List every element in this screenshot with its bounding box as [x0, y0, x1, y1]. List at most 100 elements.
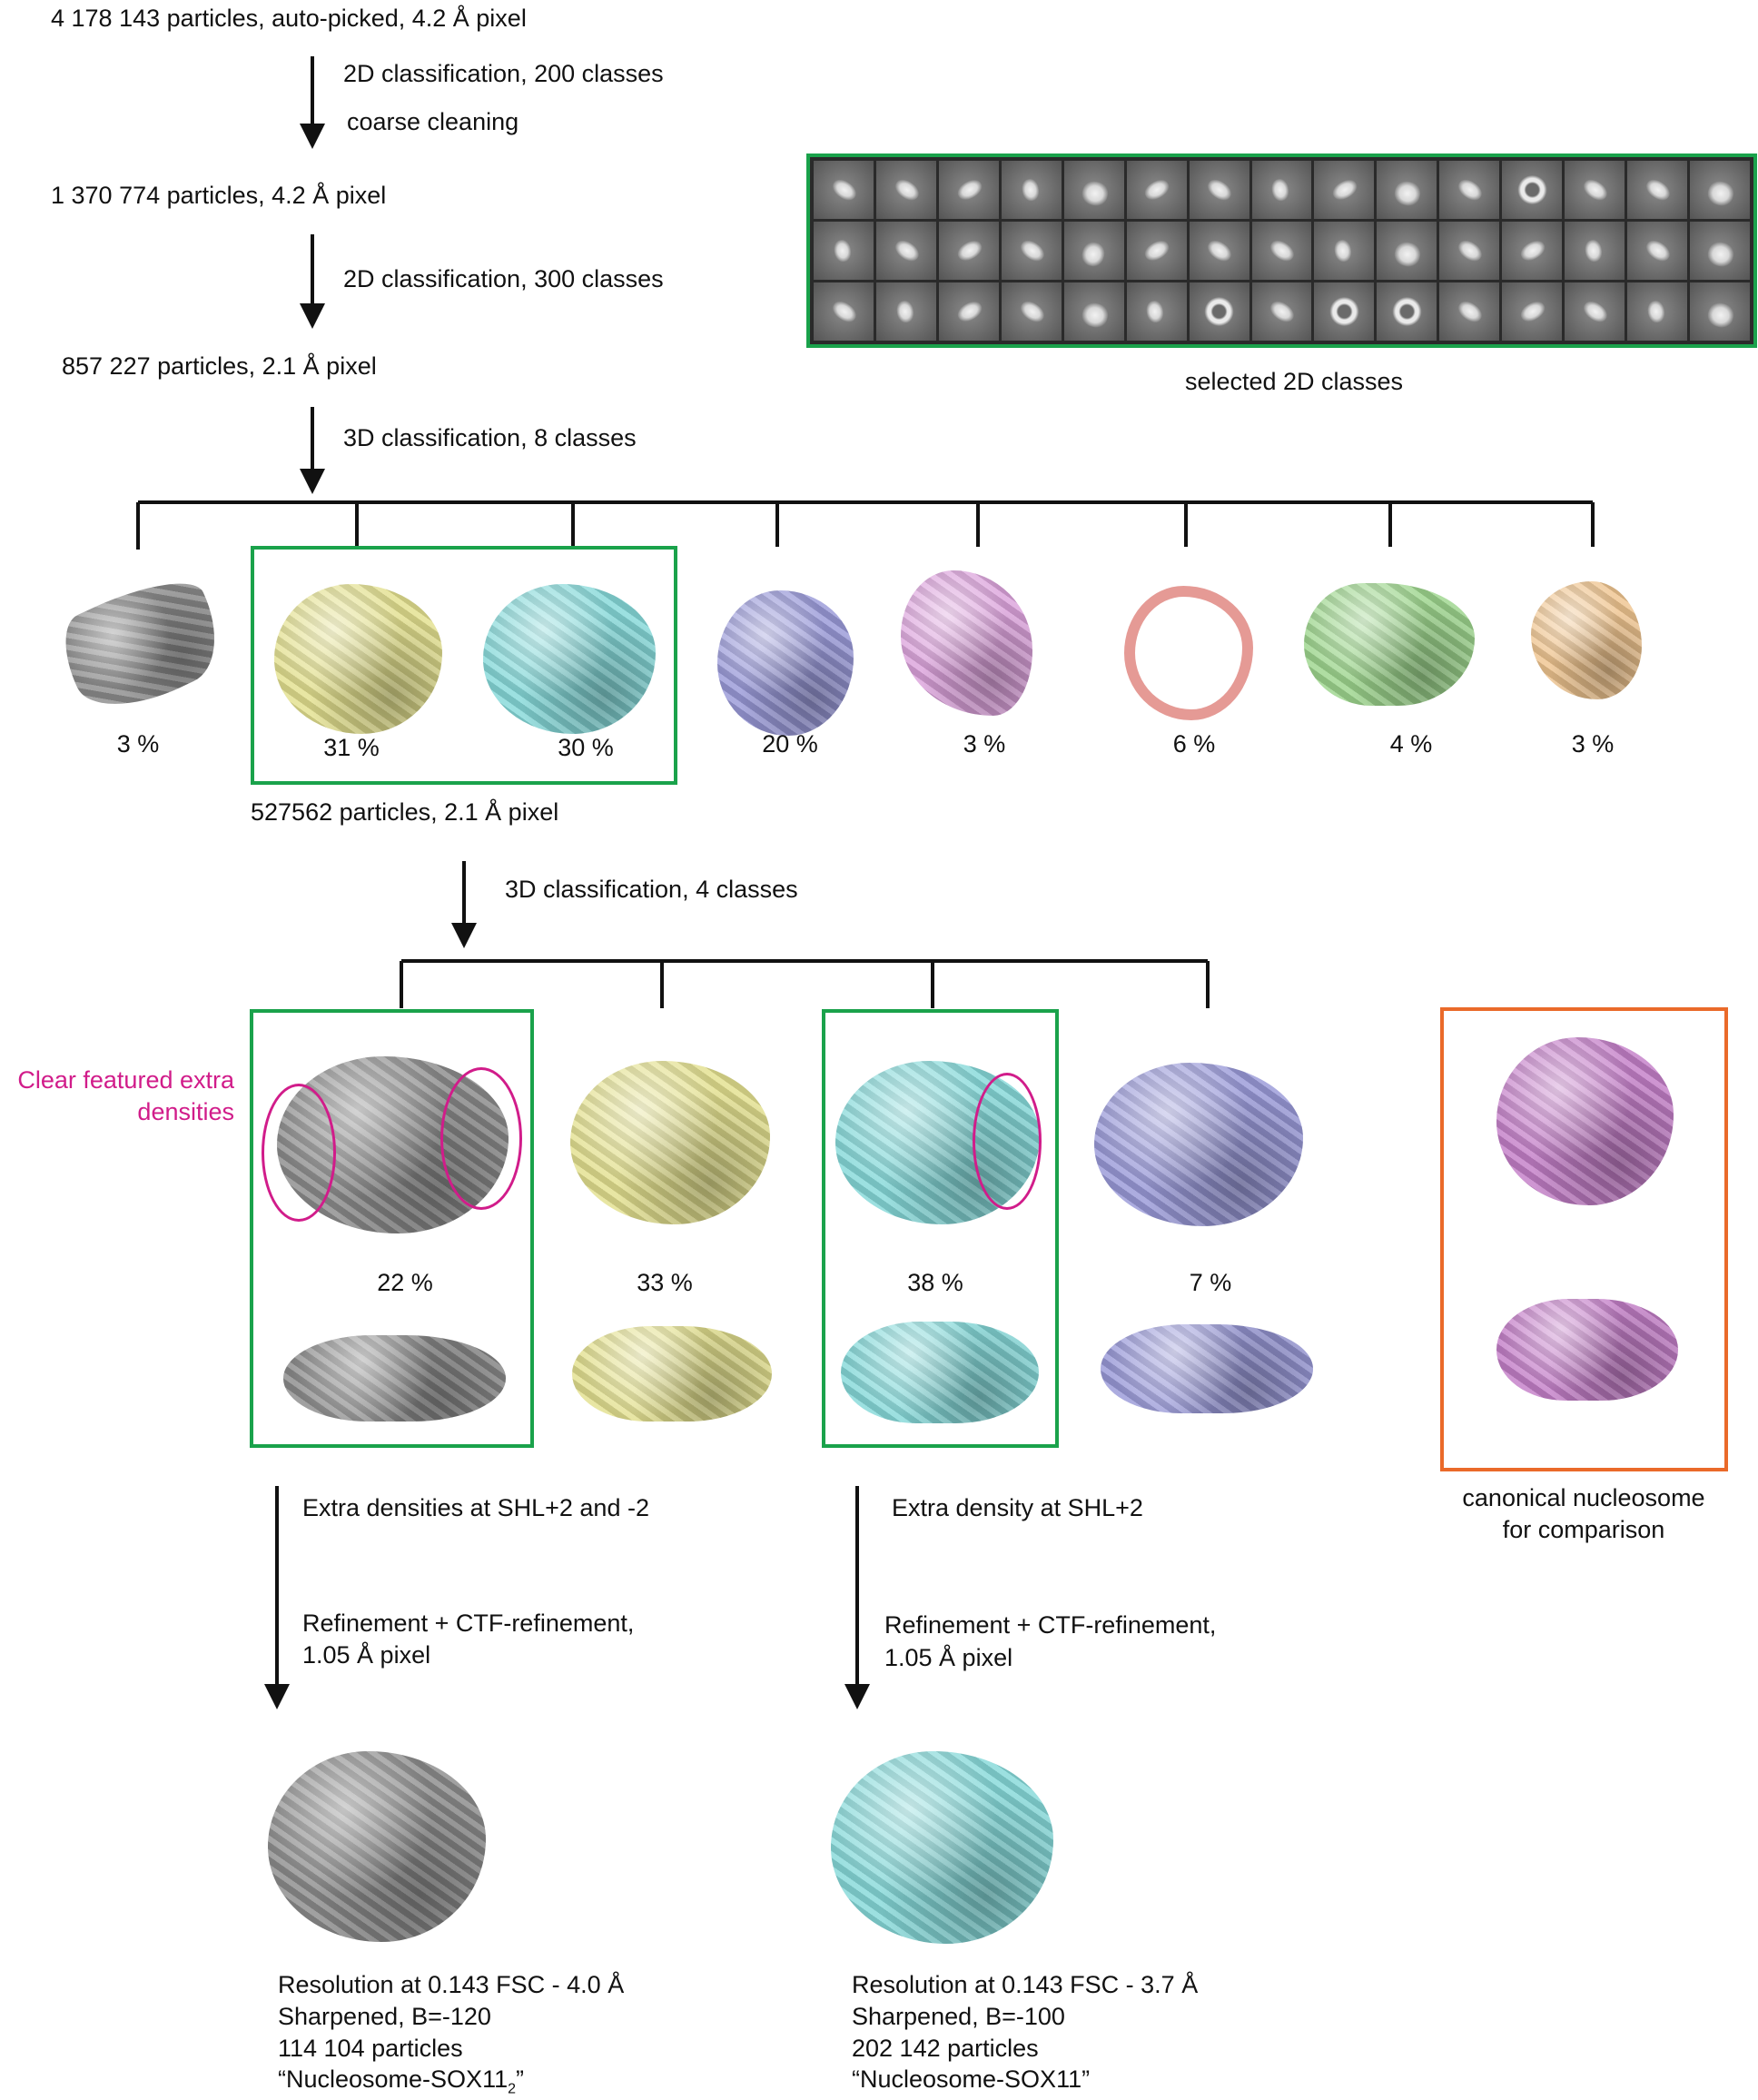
class-map-5 [901, 570, 1032, 716]
branch-b-name: “Nucleosome-SOX11” [852, 2065, 1091, 2093]
class-average-thumbnail [1126, 161, 1187, 219]
class-average-thumbnail [1314, 161, 1375, 219]
class8-pct-1: 3 % [116, 730, 160, 758]
final-map-a [268, 1751, 486, 1942]
strip-caption: selected 2D classes [1184, 368, 1404, 395]
class8-pct-3: 30 % [558, 734, 614, 761]
class-average-thumbnail [1502, 282, 1563, 341]
branch-a-resolution: Resolution at 0.143 FSC - 4.0 Å [278, 1971, 625, 1998]
class-average-thumbnail [1439, 222, 1500, 280]
class-average-thumbnail [1502, 222, 1563, 280]
class-average-thumbnail [1001, 222, 1062, 280]
class-average-thumbnail [1251, 282, 1312, 341]
class-average-thumbnail [1001, 161, 1062, 219]
class4-side-map-4 [1101, 1324, 1313, 1413]
final-map-b [831, 1751, 1053, 1944]
class-average-thumbnail [1439, 282, 1500, 341]
branch-a-refinement: Refinement + CTF-refinement, [302, 1610, 635, 1637]
branch-b-resolution: Resolution at 0.143 FSC - 3.7 Å [852, 1971, 1199, 1998]
step1-text: 4 178 143 particles, auto-picked, 4.2 Å … [51, 5, 527, 32]
class4-pct-1: 22 % [377, 1269, 433, 1296]
class-average-thumbnail [1126, 222, 1187, 280]
class-map-4 [717, 590, 854, 736]
class-average-thumbnail [1063, 161, 1124, 219]
step3-text: 857 227 particles, 2.1 Å pixel [62, 352, 377, 380]
canonical-caption: canonical nucleosome for comparison [1462, 1484, 1705, 1543]
extra-density-marker-right [440, 1067, 522, 1210]
branch-b-sharpened: Sharpened, B=-100 [852, 2003, 1065, 2030]
class4-side-map-2 [572, 1326, 772, 1421]
class-average-thumbnail [1377, 222, 1437, 280]
class-average-thumbnail [938, 282, 999, 341]
class4-side-map-3 [841, 1322, 1039, 1423]
class-average-thumbnail [1189, 222, 1249, 280]
class4-pct-4: 7 % [1189, 1269, 1232, 1296]
class-average-thumbnail [814, 282, 874, 341]
class-average-thumbnail [1690, 161, 1750, 219]
class-average-thumbnail [1690, 282, 1750, 341]
class-average-thumbnail [1690, 222, 1750, 280]
step1-cleaning: coarse cleaning [347, 108, 519, 135]
class-average-thumbnail [814, 161, 874, 219]
class-average-thumbnail [1063, 282, 1124, 341]
step2-text: 1 370 774 particles, 4.2 Å pixel [51, 182, 387, 209]
class4-pct-2: 33 % [637, 1269, 693, 1296]
extra-density-marker-b [973, 1073, 1042, 1210]
class-average-thumbnail [1314, 222, 1375, 280]
class-average-thumbnail [1565, 282, 1625, 341]
class-map-3 [483, 584, 656, 734]
branch-b-refinement: Refinement + CTF-refinement, [884, 1611, 1217, 1639]
branch-a-sharpened: Sharpened, B=-120 [278, 2003, 491, 2030]
class-average-thumbnail [938, 222, 999, 280]
selected-class-box-a [250, 1009, 534, 1448]
class4-top-map-2 [570, 1061, 770, 1224]
class-average-thumbnail [1627, 161, 1688, 219]
class-average-thumbnail [1189, 161, 1249, 219]
class8-pct-7: 4 % [1389, 730, 1433, 758]
branch-b-particles: 202 142 particles [852, 2035, 1039, 2062]
branch-a-name: “Nucleosome-SOX112” [278, 2065, 525, 2097]
step1-operation: 2D classification, 200 classes [343, 60, 664, 87]
class-average-thumbnail [1627, 282, 1688, 341]
class-average-thumbnail [1502, 161, 1563, 219]
branch-a-label: Extra densities at SHL+2 and -2 [302, 1494, 649, 1521]
class4-top-map-4 [1094, 1063, 1303, 1226]
step4-text: 527562 particles, 2.1 Å pixel [251, 798, 559, 826]
class4-pct-3: 38 % [907, 1269, 963, 1296]
class8-pct-4: 20 % [762, 730, 818, 758]
class8-pct-5: 3 % [963, 730, 1006, 758]
selected-classes-box-top [251, 546, 677, 785]
step2-operation: 2D classification, 300 classes [343, 265, 664, 292]
class-map-6 [1124, 586, 1253, 720]
class-average-thumbnail [1377, 161, 1437, 219]
class-average-thumbnail [1565, 161, 1625, 219]
class-average-thumbnail [1627, 222, 1688, 280]
extra-densities-note: Clear featured extra densities [17, 1066, 234, 1125]
class-map-2 [274, 584, 442, 734]
branch-b-pixel: 1.05 Å pixel [884, 1644, 1013, 1671]
branch-b-label: Extra density at SHL+2 [892, 1494, 1143, 1521]
step4-operation: 3D classification, 4 classes [505, 876, 798, 903]
class-average-thumbnail [1439, 161, 1500, 219]
step3-operation: 3D classification, 8 classes [343, 424, 637, 451]
canonical-top-map [1496, 1037, 1674, 1205]
class-average-thumbnail [1377, 282, 1437, 341]
class8-pct-2: 31 % [323, 734, 380, 761]
extra-density-marker-left [262, 1084, 336, 1222]
class8-pct-6: 6 % [1172, 730, 1216, 758]
class-average-thumbnail [1063, 222, 1124, 280]
class-average-thumbnail [1001, 282, 1062, 341]
branch-a-pixel: 1.05 Å pixel [302, 1641, 431, 1669]
class-average-thumbnail [1251, 161, 1312, 219]
canonical-box [1440, 1007, 1728, 1471]
class-map-7 [1304, 583, 1475, 706]
branch-a-particles: 114 104 particles [278, 2035, 463, 2062]
class-average-thumbnail [1126, 282, 1187, 341]
class-average-thumbnail [875, 222, 936, 280]
class-average-thumbnail [875, 282, 936, 341]
class-average-thumbnail [1189, 282, 1249, 341]
class-average-thumbnail [1251, 222, 1312, 280]
selected-class-box-b [822, 1009, 1059, 1448]
class-average-thumbnail [1314, 282, 1375, 341]
